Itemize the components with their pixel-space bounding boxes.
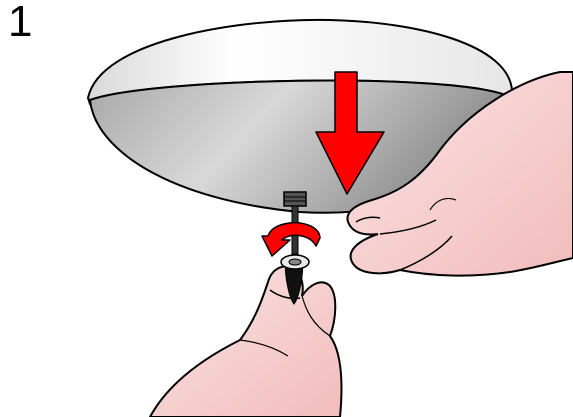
left-hand [150, 266, 342, 417]
rotate-counterclockwise-arrow-icon [262, 223, 320, 256]
